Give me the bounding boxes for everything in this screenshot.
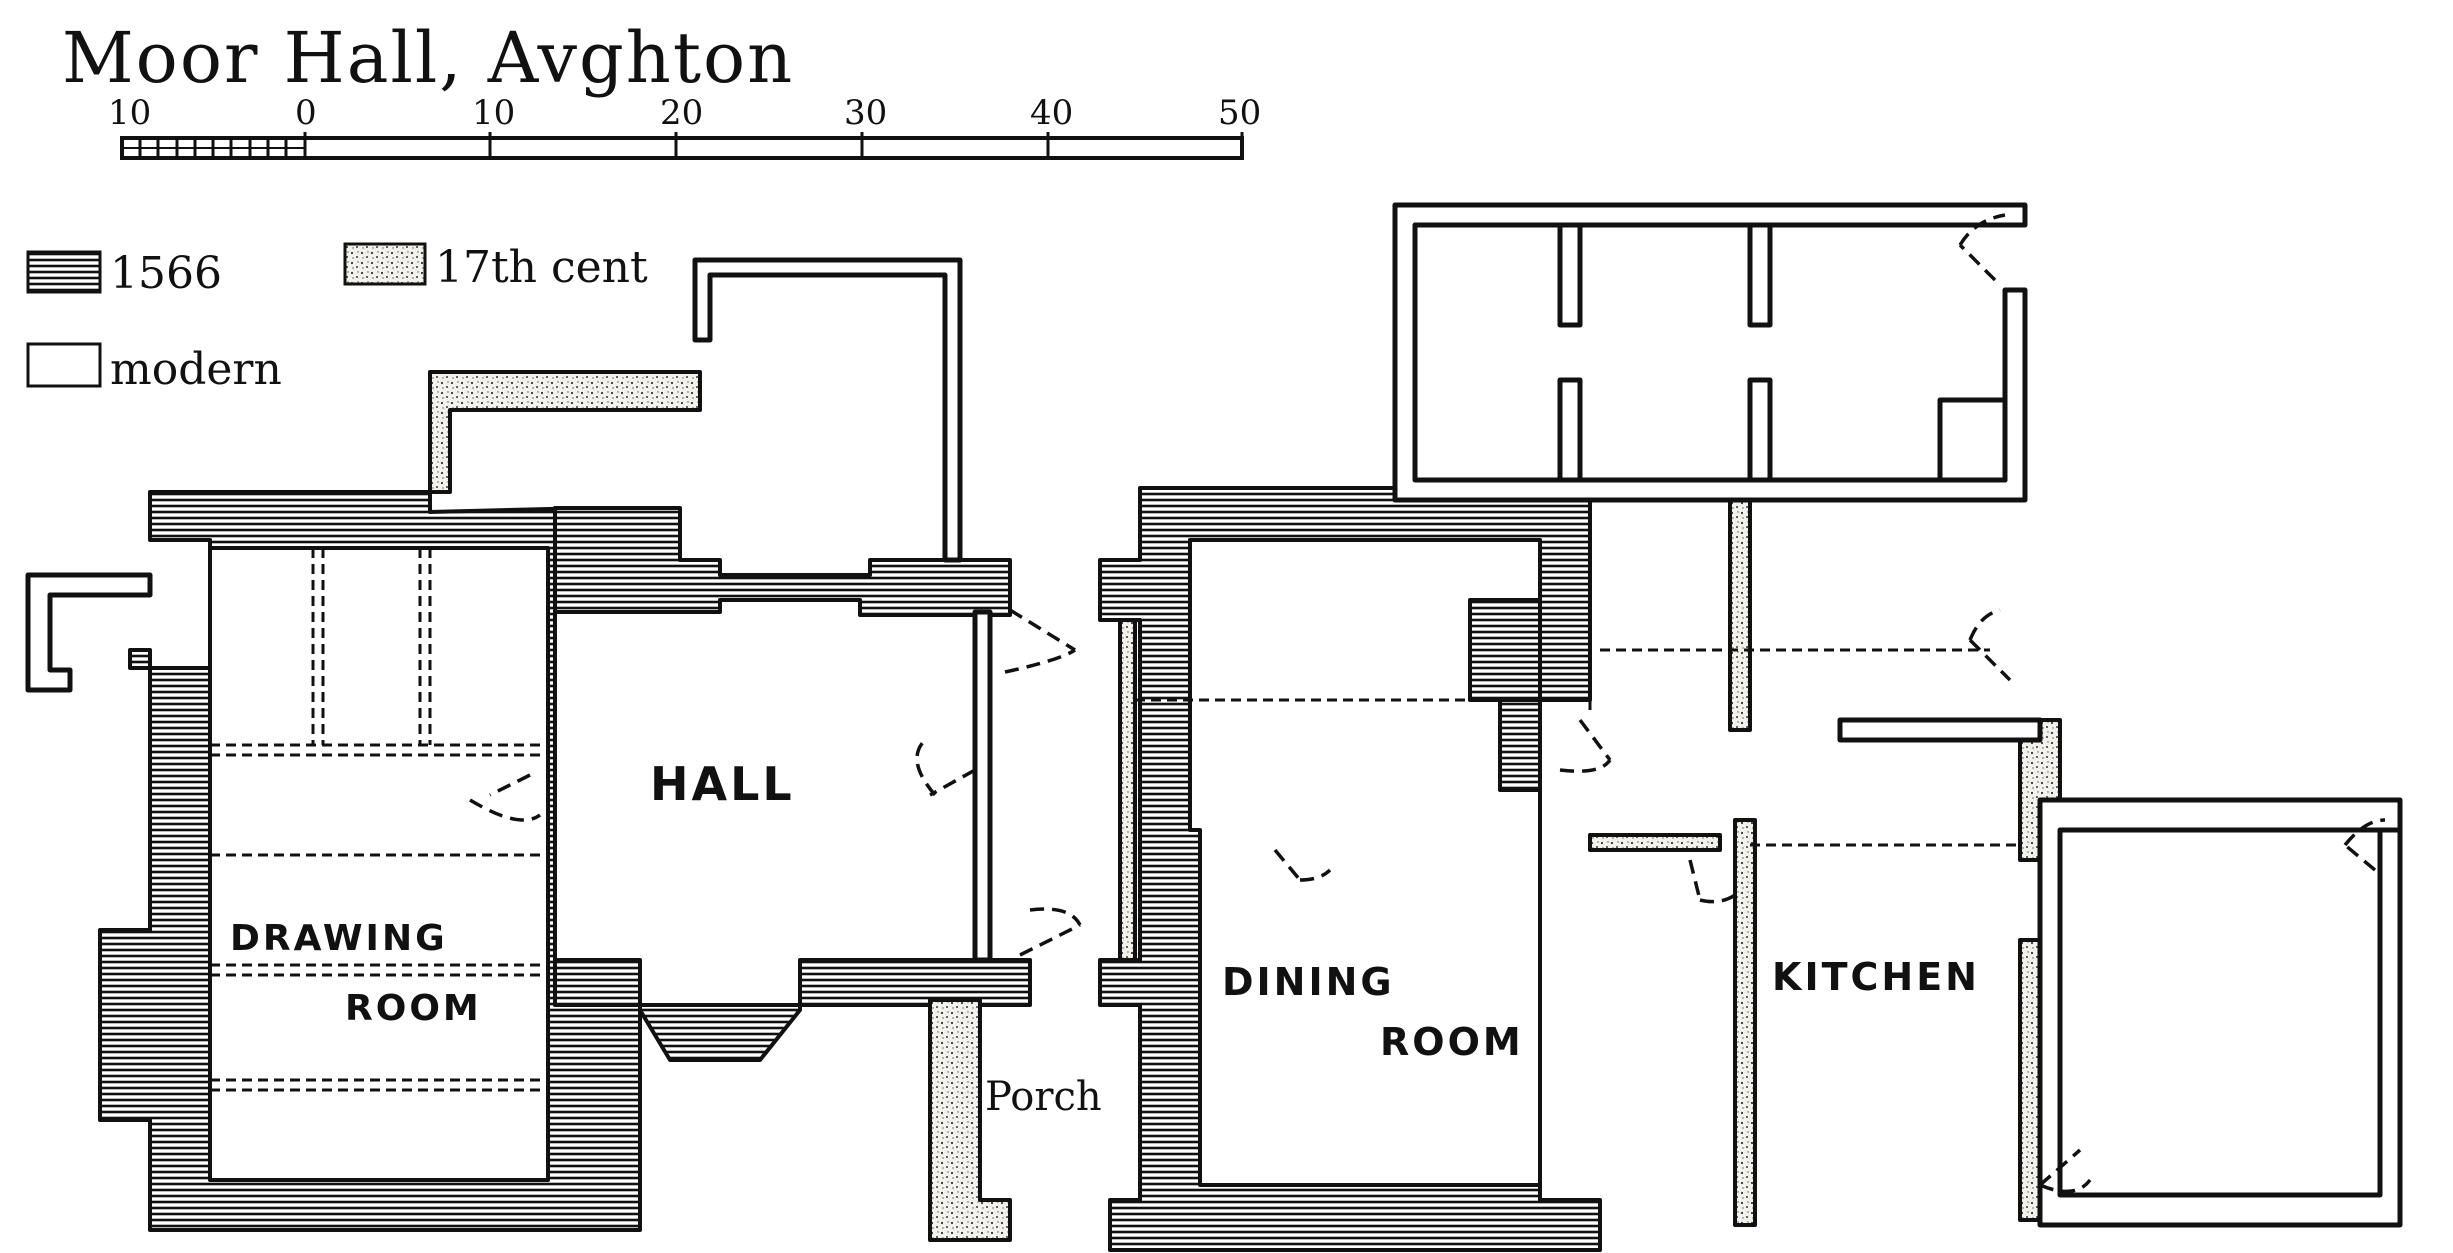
room-label-drawing: DRAWING (230, 918, 448, 959)
scale-tick-label: 10 (472, 93, 515, 133)
northeast-outbuilding (1392, 202, 2028, 503)
hall-east-wall (972, 609, 993, 963)
outbuilding-partition (1557, 377, 1583, 483)
outbuilding-partition (1937, 397, 2008, 483)
legend-label-1566: 1566 (110, 248, 222, 299)
kitchen-wall (1733, 818, 1757, 1227)
legend-swatch-1566 (26, 250, 102, 294)
hall-north-wall (553, 506, 1012, 617)
scale-tick-label: 40 (1030, 93, 1073, 133)
west-annex (25, 572, 153, 693)
scale-bar: 10 0 10 20 30 40 50 (108, 93, 1261, 160)
walls-1566 (98, 486, 1602, 1252)
outbuilding-partition (1747, 222, 1773, 328)
legend-label-17th: 17th cent (435, 242, 648, 293)
scale-tick-label: 20 (660, 93, 703, 133)
room-label-porch: Porch (985, 1074, 1102, 1120)
scale-tick-label: 0 (295, 93, 317, 133)
corridor-wall (1118, 618, 1137, 962)
outbuilding-partition (1747, 377, 1773, 483)
north-projection-walls (428, 370, 702, 494)
legend-label-modern: modern (110, 344, 282, 395)
hall-south-wall (553, 958, 1032, 1062)
room-label-kitchen: KITCHEN (1772, 955, 1980, 999)
scale-tick-label: 50 (1218, 93, 1261, 133)
walls-modern (25, 202, 2403, 1228)
room-label-hall: HALL (650, 757, 795, 811)
door-swings (469, 213, 2386, 1194)
north-wing (692, 257, 963, 563)
scale-tick-label: 30 (844, 93, 887, 133)
porch-walls (928, 998, 1012, 1242)
room-label-dining: DINING (1222, 960, 1395, 1004)
plan-title: Moor Hall, Avghton (62, 17, 794, 99)
outbuilding-partition (1557, 222, 1583, 328)
legend: 1566 17th cent modern (26, 242, 648, 395)
scale-tick-label: 10 (108, 93, 151, 133)
east-wing-partition (1588, 833, 1722, 852)
service-wall (1728, 498, 1752, 732)
legend-swatch-modern (26, 342, 102, 388)
room-label-drawing-room: ROOM (345, 988, 482, 1029)
beam-lines (210, 548, 2020, 1092)
room-label-dining-room: ROOM (1380, 1020, 1524, 1064)
kitchen-north-wall (1837, 717, 2043, 743)
legend-swatch-17th (343, 242, 427, 286)
stair-block (1468, 598, 1542, 702)
east-wing (2037, 797, 2403, 1228)
